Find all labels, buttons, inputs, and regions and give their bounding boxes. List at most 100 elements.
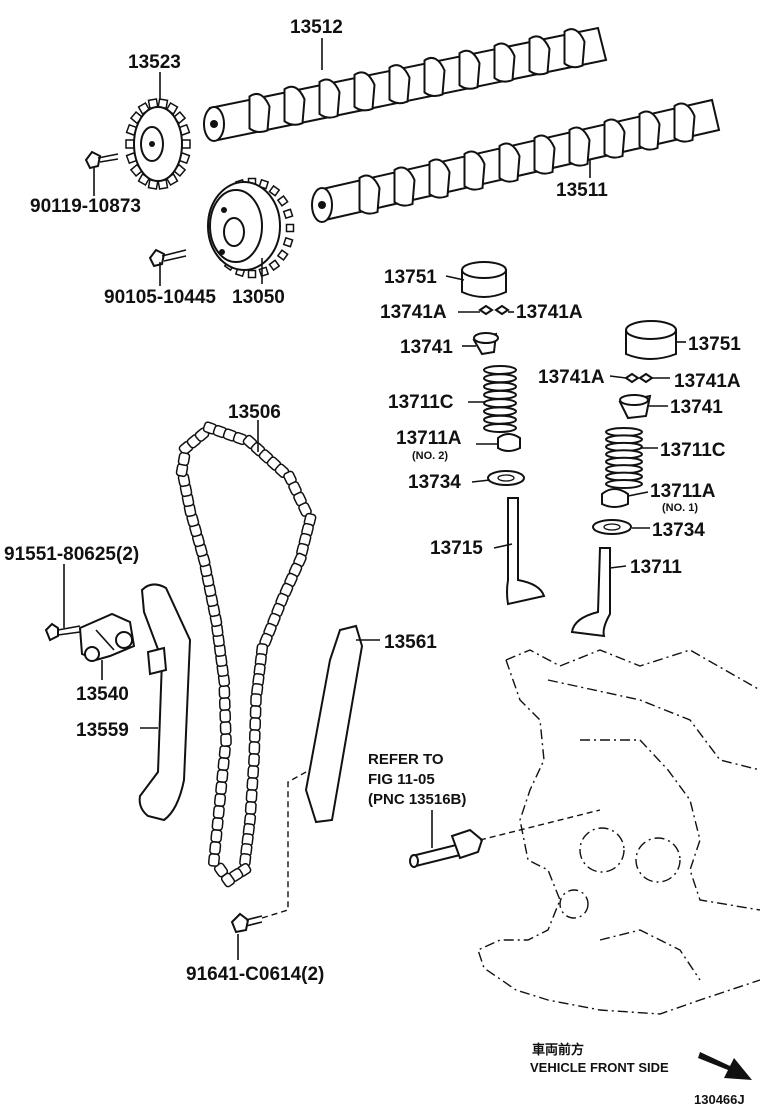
label-91551-80625: 91551-80625(2)	[4, 544, 139, 565]
chain-link	[212, 805, 225, 819]
chain-link	[207, 853, 221, 867]
chain-link	[247, 765, 260, 779]
label-13751-left: 13751	[384, 267, 437, 288]
cam-lobe	[283, 85, 306, 126]
cam-lobe	[603, 118, 626, 159]
label-13741-left: 13741	[400, 337, 453, 358]
label-13711c-right: 13711C	[660, 440, 726, 461]
chain-link	[211, 817, 224, 831]
leader-lines	[63, 38, 686, 960]
chain-link	[246, 777, 259, 791]
chain-link	[248, 753, 260, 767]
cam-lobe	[393, 166, 416, 207]
chain-link	[218, 697, 231, 711]
chain-vibration-damper-13561	[304, 624, 364, 824]
cam-lobe	[533, 134, 556, 175]
chain-link	[248, 741, 261, 755]
reference-line-1: REFER TO	[368, 751, 444, 768]
chain-link	[215, 781, 228, 795]
bolt-90119-10873	[84, 150, 119, 170]
label-13050: 13050	[232, 287, 285, 308]
label-13512: 13512	[290, 17, 343, 38]
pin-dashed-line	[479, 809, 601, 841]
label-13734-right: 13734	[652, 520, 705, 541]
label-13741a-left-2: 13741A	[516, 302, 583, 323]
reference-line-2: FIG 11-05	[368, 771, 435, 788]
vvt-gear-assembly-13050	[207, 177, 295, 279]
chain-link	[248, 729, 261, 743]
label-13523: 13523	[128, 52, 181, 73]
bolt-guide-dashed-line	[261, 771, 307, 919]
label-13734-left: 13734	[408, 472, 461, 493]
chain-link	[244, 801, 257, 815]
reference-pin-13516b	[409, 828, 484, 868]
label-90105-10445: 90105-10445	[104, 287, 216, 308]
label-13711: 13711	[630, 557, 682, 578]
figure-id: 130466J	[694, 1092, 745, 1107]
part-labels: 13512 13523 90119-10873 13511 90105-1044…	[4, 17, 745, 1107]
camshaft-sprocket-13523	[125, 98, 191, 190]
cam-lobe	[358, 174, 381, 215]
chain-link	[213, 793, 227, 807]
bolt-91551-80625	[44, 622, 81, 642]
intake-camshaft-13511	[311, 98, 721, 223]
label-13711c-left: 13711C	[388, 392, 454, 413]
cam-lobe	[388, 64, 411, 105]
valve-train-exhaust	[461, 261, 546, 606]
label-91641-c0614: 91641-C0614(2)	[186, 964, 324, 985]
label-13506: 13506	[228, 402, 281, 423]
cam-lobe	[463, 150, 486, 191]
direction-english: VEHICLE FRONT SIDE	[530, 1060, 669, 1075]
cam-lobe	[673, 102, 696, 143]
chain-link	[219, 709, 232, 723]
label-13741a-right-2: 13741A	[674, 371, 741, 392]
cam-lobe	[493, 42, 516, 83]
label-13715: 13715	[430, 538, 483, 559]
chain-link	[249, 705, 262, 719]
chain-link	[216, 769, 229, 783]
label-13511: 13511	[556, 180, 608, 201]
chain-tensioner-slipper-13559	[138, 583, 192, 822]
cam-lobe	[248, 93, 271, 133]
chain-link	[177, 451, 191, 467]
cam-lobe	[423, 57, 446, 97]
label-13540: 13540	[76, 684, 129, 705]
label-13741a-right-1: 13741A	[538, 367, 605, 388]
label-13711a-right-note: (NO. 1)	[662, 502, 698, 514]
cam-lobe	[353, 71, 376, 112]
reference-line-3: (PNC 13516B)	[368, 791, 466, 808]
chain-link	[209, 841, 222, 855]
label-13559: 13559	[76, 720, 129, 741]
direction-japanese: 車両前方	[532, 1042, 584, 1057]
cam-lobe	[498, 142, 521, 183]
chain-link	[217, 757, 230, 771]
label-13711a-left-note: (NO. 2)	[412, 450, 448, 462]
chain-tensioner-13540	[78, 612, 136, 662]
label-13711a-left: 13711A	[396, 428, 462, 449]
timing-chain-13506	[175, 421, 317, 888]
vehicle-front-arrow-icon	[698, 1052, 752, 1080]
chain-link	[218, 745, 231, 759]
chain-link	[218, 685, 231, 699]
label-13741a-left-1: 13741A	[380, 302, 447, 323]
label-13711a-right: 13711A	[650, 481, 716, 502]
cam-lobe	[428, 158, 451, 199]
bolt-90105-10445	[148, 248, 187, 268]
chain-link	[245, 789, 258, 803]
cam-lobe	[458, 49, 481, 90]
cylinder-block-outline	[477, 649, 760, 1015]
valve-train-intake	[570, 320, 677, 638]
chain-link	[210, 829, 223, 843]
chain-link	[249, 717, 262, 731]
cam-lobe	[563, 28, 586, 69]
chain-link	[250, 693, 262, 707]
cam-lobe	[528, 35, 551, 76]
chain-link	[219, 721, 232, 735]
chain-link	[220, 733, 232, 747]
label-13561: 13561	[384, 632, 437, 653]
label-90119-10873: 90119-10873	[30, 196, 141, 217]
cam-lobe	[638, 110, 661, 151]
bolt-91641-C0614	[230, 912, 263, 934]
